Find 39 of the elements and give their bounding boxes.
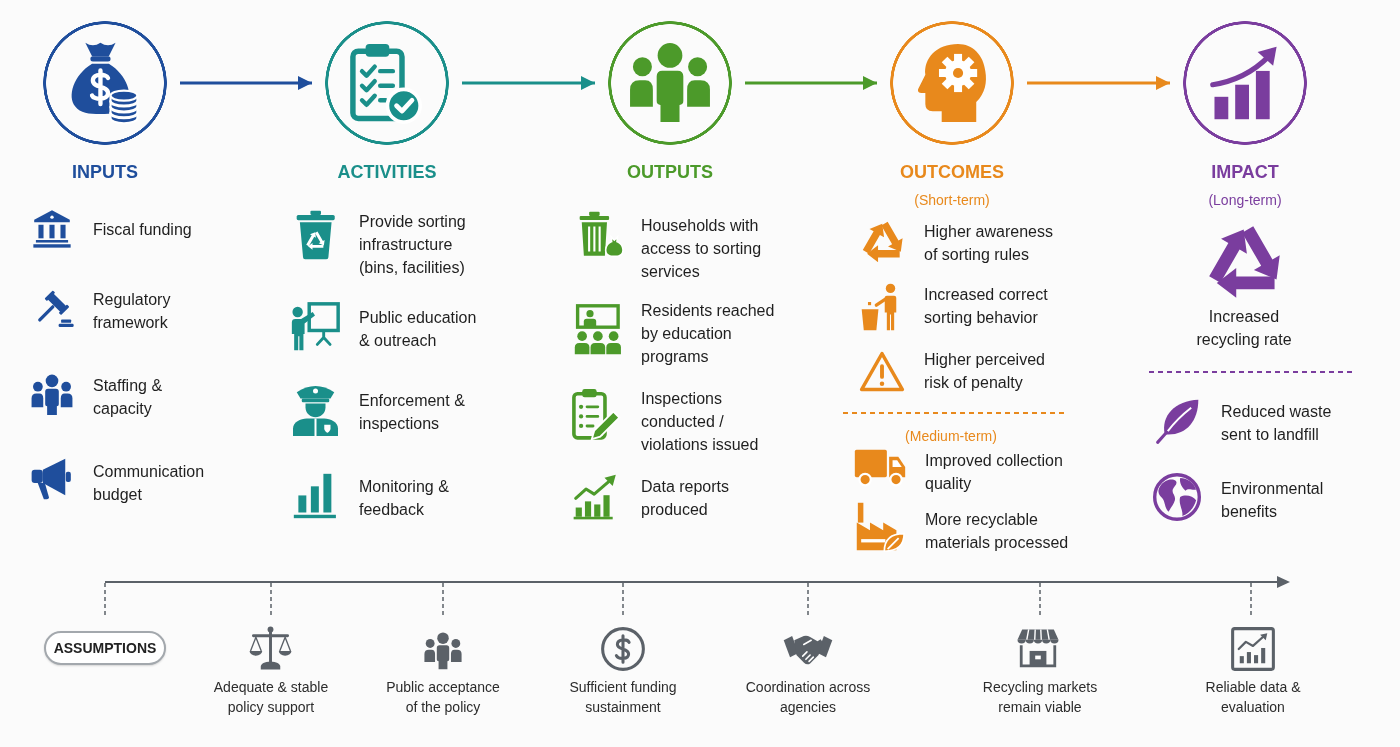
list-item-text: More recyclable materials processed (925, 510, 1070, 553)
list-item-text: Reduced waste sent to landfill (1221, 402, 1333, 445)
assumption-text: Public acceptance of the policy (385, 678, 501, 717)
term-subheading: (Long-term) (1207, 191, 1283, 210)
term-subheading: (Medium-term) (904, 427, 998, 446)
assumption-text: Sufficient funding sustainment (568, 678, 678, 717)
assumption-text: Recycling markets remain viable (982, 678, 1098, 717)
list-item-text: Monitoring & feedback (359, 477, 450, 520)
stage-heading: OUTCOMES (899, 161, 1005, 183)
term-subheading: (Short-term) (913, 191, 991, 210)
list-item-text: Regulatory framework (93, 290, 172, 333)
list-item-text: Environmental benefits (1221, 479, 1325, 522)
assumption-text: Reliable data & evaluation (1205, 678, 1301, 717)
stage-heading: IMPACT (1210, 161, 1280, 183)
stage-heading: OUTPUTS (626, 161, 714, 183)
list-item-text: Households with access to sorting services (641, 216, 763, 282)
list-item-text: Provide sorting infrastructure (bins, facilities) (359, 212, 467, 278)
list-item-text: Increased correct sorting behavior (924, 285, 1049, 328)
list-item-text: Higher perceived risk of penalty (924, 350, 1046, 393)
list-item-text: Data reports produced (641, 477, 731, 520)
list-item-text: Communication budget (93, 462, 206, 505)
arrow (462, 76, 595, 90)
assumption-text: Coordination across agencies (745, 678, 871, 717)
list-item-text: Enforcement & inspections (359, 391, 466, 434)
arrow (180, 76, 312, 90)
heading-pill: ASSUMPTIONS (44, 631, 166, 665)
list-item-text: Inspections conducted / violations issued (641, 389, 760, 455)
arrow (745, 76, 877, 90)
assumption-text: Adequate & stable policy support (213, 678, 329, 717)
list-item-text: Staffing & capacity (93, 376, 164, 419)
arrow (1027, 76, 1170, 90)
list-item-text: Public education & outreach (359, 308, 478, 351)
list-item-text: Improved collection quality (925, 451, 1064, 494)
stage-heading: INPUTS (71, 161, 139, 183)
list-item-text: Higher awareness of sorting rules (924, 222, 1054, 265)
list-item-text: Increased recycling rate (1195, 307, 1293, 350)
list-item-text: Fiscal funding (93, 220, 193, 240)
stage-heading: ACTIVITIES (336, 161, 438, 183)
list-item-text: Residents reached by education programs (641, 301, 776, 367)
